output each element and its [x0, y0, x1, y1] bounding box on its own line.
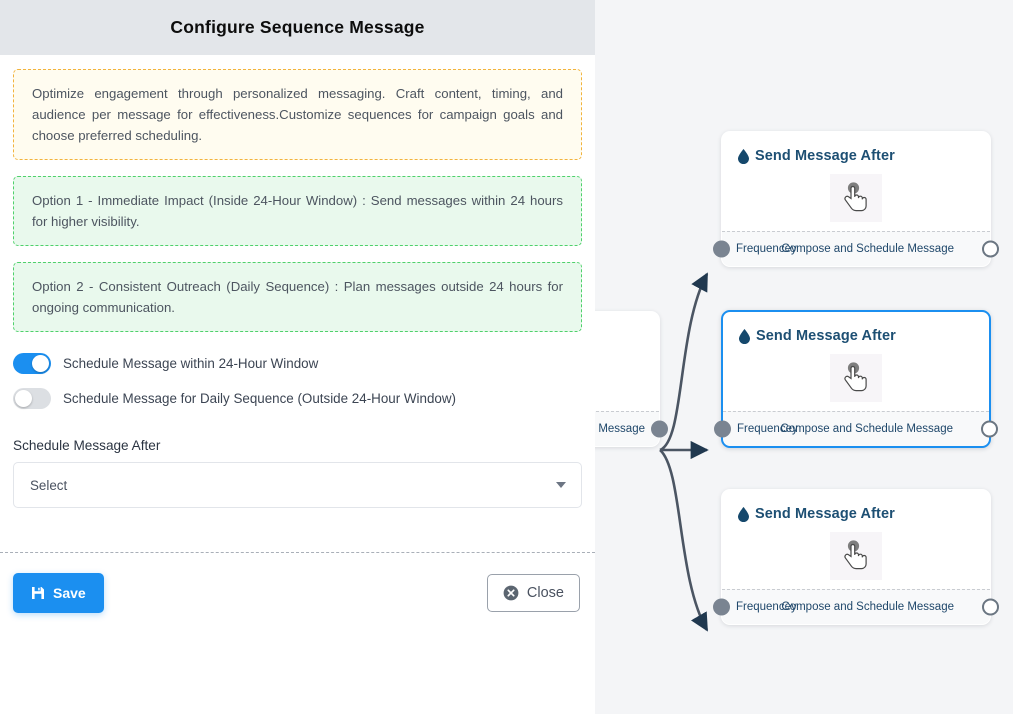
- schedule-after-label: Schedule Message After: [13, 438, 161, 453]
- node-source-handle[interactable]: [651, 420, 668, 438]
- page-title: Configure Sequence Message: [170, 17, 425, 37]
- pointer-hand-icon: [830, 532, 882, 580]
- node-footer-right-label: ce Message: [582, 423, 645, 435]
- configure-panel: Configure Sequence Message Optimize enga…: [0, 0, 595, 633]
- flow-node-bottom[interactable]: Send Message After Frequencey Compose an…: [713, 489, 999, 625]
- toggle-row-within-24h[interactable]: Schedule Message within 24-Hour Window: [13, 348, 582, 379]
- info-callout-description: Optimize engagement through personalized…: [13, 69, 582, 160]
- info-callout-option-2: Option 2 - Consistent Outreach (Daily Se…: [13, 262, 582, 332]
- pointer-hand-icon: [830, 354, 882, 402]
- node-title-label: Send Message After: [756, 328, 896, 344]
- panel-header: Configure Sequence Message: [0, 0, 595, 55]
- flow-canvas[interactable]: ce Message Send Message After: [540, 0, 1013, 714]
- node-footer-left-label: Frequencey: [737, 423, 798, 435]
- node-body: Send Message After: [723, 312, 989, 411]
- node-footer-right-label: Compose and Schedule Message: [780, 423, 953, 435]
- toggle-label-daily-sequence: Schedule Message for Daily Sequence (Out…: [63, 391, 456, 406]
- node-body: Send Message After: [722, 490, 990, 589]
- panel-body: Optimize engagement through personalized…: [0, 55, 595, 508]
- toggle-row-daily-sequence[interactable]: Schedule Message for Daily Sequence (Out…: [13, 383, 582, 414]
- panel-footer: Save Close: [0, 553, 595, 633]
- pointer-hand-icon: [830, 174, 882, 222]
- flow-node-middle[interactable]: Send Message After Frequencey Compose an…: [714, 310, 998, 448]
- node-title-row: Send Message After: [739, 328, 973, 344]
- schedule-after-select[interactable]: Select: [13, 462, 582, 508]
- droplet-icon: [738, 506, 749, 522]
- node-footer: Frequencey Compose and Schedule Message: [714, 411, 998, 446]
- node-title-label: Send Message After: [755, 148, 895, 164]
- close-button[interactable]: Close: [486, 574, 580, 612]
- node-title-row: Send Message After: [738, 506, 974, 522]
- schedule-after-value: Select: [30, 477, 68, 493]
- save-button-label: Save: [53, 585, 86, 601]
- flow-edges: [659, 272, 709, 632]
- chevron-down-icon: [556, 482, 566, 488]
- node-source-handle[interactable]: [982, 240, 999, 258]
- node-body: Send Message After: [722, 132, 990, 231]
- node-target-handle[interactable]: [713, 240, 730, 258]
- node-source-handle[interactable]: [981, 420, 998, 438]
- toggle-label-within-24h: Schedule Message within 24-Hour Window: [63, 356, 319, 371]
- save-icon: [31, 586, 45, 600]
- info-callout-option-1: Option 1 - Immediate Impact (Inside 24-H…: [13, 176, 582, 246]
- node-title-label: Send Message After: [755, 506, 895, 522]
- toggle-knob: [15, 390, 32, 407]
- toggle-switch-daily-sequence[interactable]: [13, 388, 51, 409]
- node-footer: Frequencey Compose and Schedule Message: [713, 231, 999, 266]
- node-target-handle[interactable]: [713, 598, 730, 616]
- node-footer-left-label: Frequencey: [736, 243, 797, 255]
- toggle-knob: [32, 355, 49, 372]
- node-footer-right-label: Compose and Schedule Message: [781, 243, 954, 255]
- footer-divider: [0, 552, 595, 553]
- toggle-switch-within-24h[interactable]: [13, 353, 51, 374]
- close-button-label: Close: [526, 585, 564, 601]
- node-footer-right-label: Compose and Schedule Message: [781, 601, 954, 613]
- node-footer-left-label: Frequencey: [736, 601, 797, 613]
- node-title-row: Send Message After: [738, 148, 974, 164]
- droplet-icon: [739, 328, 750, 344]
- save-button[interactable]: Save: [13, 573, 104, 613]
- droplet-icon: [738, 148, 749, 164]
- circle-x-icon: [503, 585, 519, 601]
- node-source-handle[interactable]: [982, 598, 999, 616]
- flow-node-top[interactable]: Send Message After Frequencey Compose an…: [713, 131, 999, 267]
- node-target-handle[interactable]: [714, 420, 731, 438]
- node-footer: Frequencey Compose and Schedule Message: [713, 589, 999, 624]
